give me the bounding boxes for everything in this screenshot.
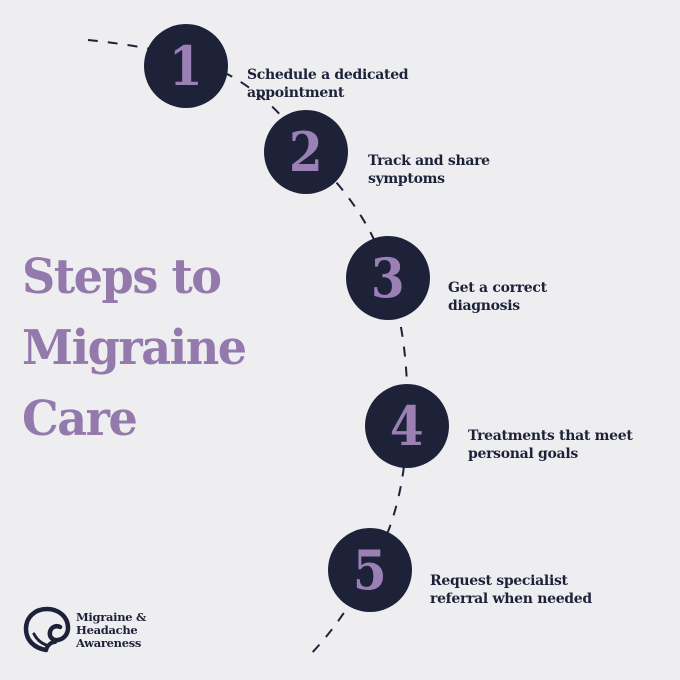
step-5-label: Request specialist referral when needed bbox=[430, 554, 592, 626]
step-3-label: Get a correct diagnosis bbox=[448, 261, 547, 333]
logo-line-1: Migraine & bbox=[76, 609, 147, 624]
step-4-label-text: Treatments that meet personal goals bbox=[468, 428, 633, 462]
step-2-label: Track and share symptoms bbox=[368, 134, 490, 206]
step-3-number: 3 bbox=[371, 246, 405, 310]
step-4-label: Treatments that meet personal goals bbox=[468, 409, 633, 481]
step-4-number: 4 bbox=[390, 394, 424, 458]
head-ribbon-icon bbox=[23, 606, 71, 653]
step-1-label-text: Schedule a dedicated appointment bbox=[247, 67, 409, 101]
logo-text: Migraine & Headache Awareness bbox=[76, 609, 147, 650]
title-line-2: Migraine bbox=[22, 320, 247, 376]
step-3-circle: 3 bbox=[346, 236, 430, 320]
title-line-1: Steps to bbox=[22, 249, 222, 305]
step-2-number: 2 bbox=[289, 120, 323, 184]
step-5-number: 5 bbox=[353, 538, 387, 602]
logo: Migraine & Headache Awareness bbox=[22, 604, 146, 656]
step-1-circle: 1 bbox=[144, 24, 228, 108]
title-line-3: Care bbox=[22, 391, 138, 447]
step-2-circle: 2 bbox=[264, 110, 348, 194]
step-2-label-text: Track and share symptoms bbox=[368, 153, 490, 187]
step-3-label-text: Get a correct diagnosis bbox=[448, 280, 547, 314]
logo-line-3: Awareness bbox=[76, 635, 142, 650]
step-5-circle: 5 bbox=[328, 528, 412, 612]
step-1-label: Schedule a dedicated appointment bbox=[247, 48, 409, 120]
step-1-number: 1 bbox=[169, 34, 203, 98]
step-4-circle: 4 bbox=[365, 384, 449, 468]
step-5-label-text: Request specialist referral when needed bbox=[430, 573, 592, 607]
logo-line-2: Headache bbox=[76, 622, 138, 637]
